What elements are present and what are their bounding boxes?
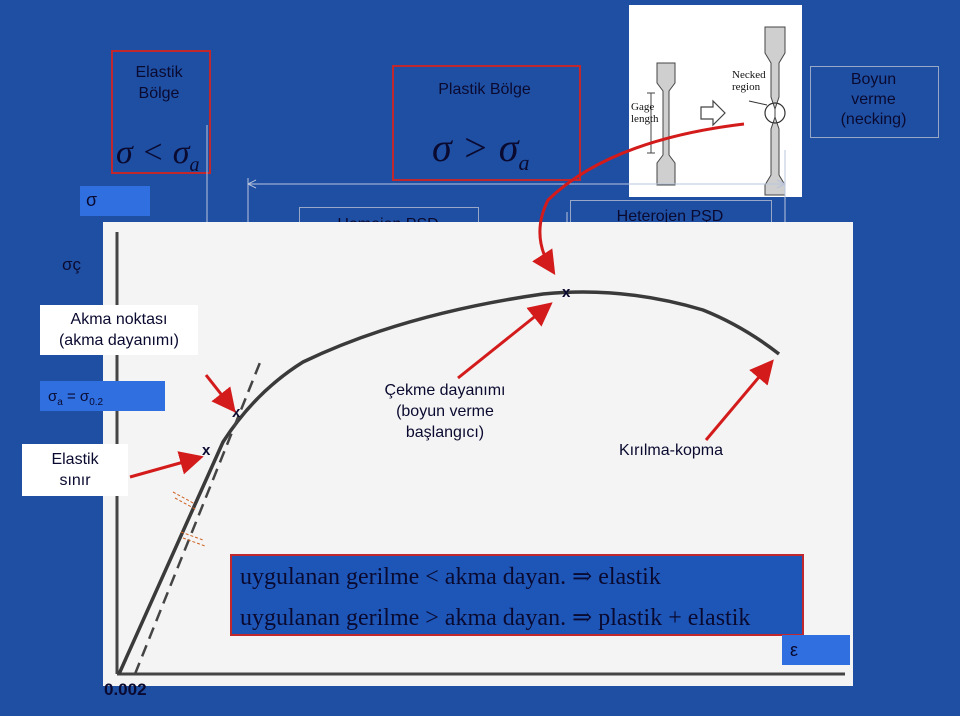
yield-point-marker: x bbox=[232, 404, 241, 421]
x-axis-label: ε bbox=[790, 640, 799, 660]
equation-plastic: uygulanan gerilme > akma dayan. ⇒ plasti… bbox=[240, 605, 751, 631]
gage-length-label: Gage length bbox=[631, 101, 659, 125]
elastic-limit-label: Elastik sınır bbox=[51, 451, 99, 489]
tensile-strength-marker: x bbox=[562, 284, 571, 301]
equation-elastic: uygulanan gerilme < akma dayan. ⇒ elasti… bbox=[240, 564, 661, 590]
necking-specimen-figure: Gage length Necked region bbox=[629, 5, 802, 197]
necking-arrow bbox=[532, 122, 745, 276]
elastic-limit-arrow bbox=[129, 451, 204, 479]
necking-label: Boyun verme (necking) bbox=[840, 71, 907, 128]
yield-point-label-box bbox=[40, 305, 198, 355]
elastic-region-box bbox=[111, 50, 211, 174]
plastic-region-title: Plastik Bölge bbox=[438, 81, 531, 98]
sigma-a-label: σa = σ0.2 bbox=[48, 388, 104, 408]
yield-point-label: Akma noktası (akma dayanımı) bbox=[58, 311, 180, 349]
stress-strain-curve bbox=[117, 290, 781, 675]
plastic-region-box bbox=[392, 65, 581, 181]
necking-label-box bbox=[810, 66, 939, 138]
fracture-arrow bbox=[704, 359, 774, 441]
sigma-a-label-box bbox=[40, 381, 165, 411]
elastic-limit-label-box bbox=[22, 444, 128, 496]
heterogeneous-band-label: Heterojen PŞD bbox=[616, 208, 724, 225]
elastic-limit-marker: x bbox=[202, 442, 211, 459]
necked-region-label: Necked region bbox=[732, 69, 766, 93]
elastic-region-title: Elastik Bölge bbox=[135, 64, 183, 102]
x-axis-label-box bbox=[782, 635, 850, 665]
plastic-region-formula: σ > σa bbox=[432, 125, 530, 175]
sigma-c-label: σç bbox=[62, 255, 81, 274]
necking-specimen-drawing bbox=[647, 26, 786, 196]
tensile-strength-arrow bbox=[457, 302, 553, 380]
fracture-label: Kırılma-kopma bbox=[618, 442, 724, 459]
y-axis-label-box bbox=[80, 186, 150, 216]
sigma-a-arrow bbox=[204, 374, 236, 413]
offset-strain-label: 0.002 bbox=[104, 680, 147, 699]
elastic-region-formula: σ < σa bbox=[116, 134, 200, 176]
y-axis-label: σ bbox=[86, 190, 98, 210]
tensile-strength-label: Çekme dayanımı (boyun verme başlangıcı) bbox=[384, 382, 506, 441]
equations-box: uygulanan gerilme < akma dayan. ⇒ elasti… bbox=[230, 554, 804, 636]
